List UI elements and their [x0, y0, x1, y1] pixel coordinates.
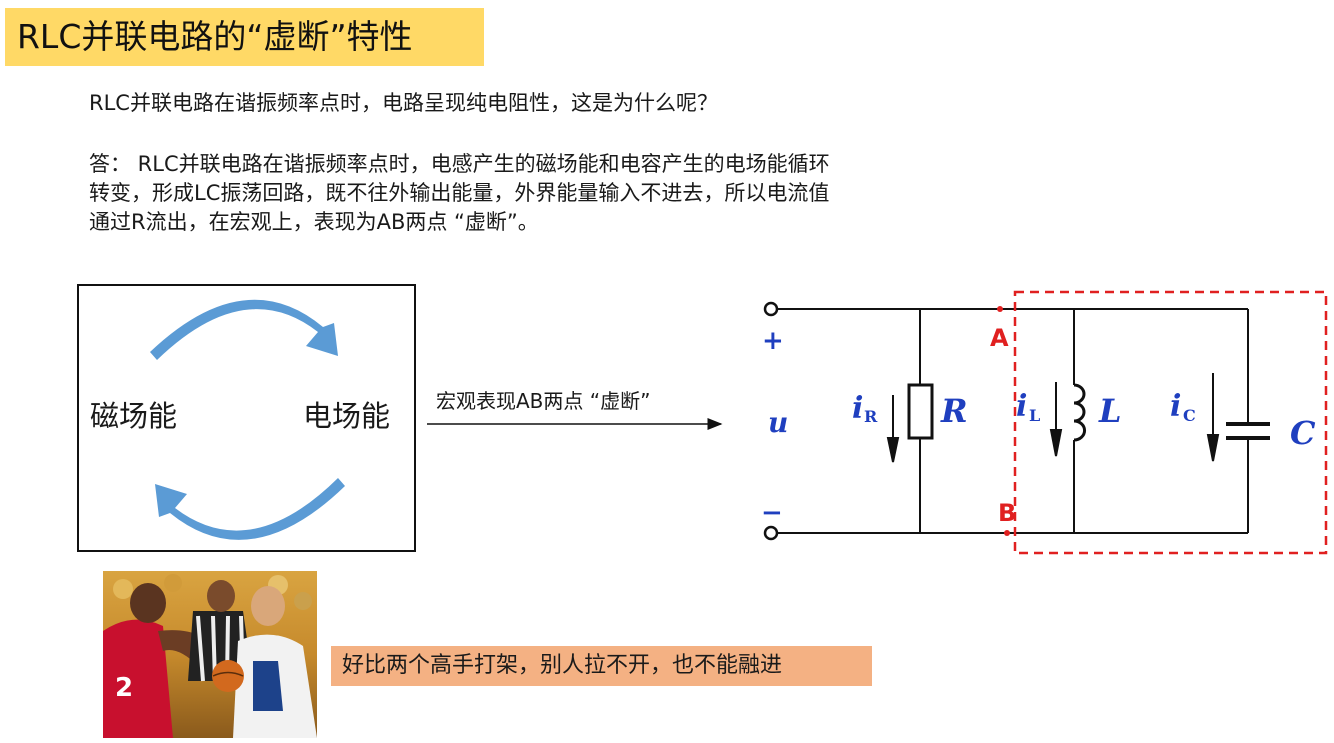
plus-sign: +	[762, 326, 784, 356]
node-a-label: A	[990, 324, 1009, 352]
node-a-dot	[997, 306, 1003, 312]
answer-line-2: 转变，形成LC振荡回路，既不往外输出能量，外界能量输入不进去，所以电流值	[89, 181, 830, 205]
current-c-subscript: C	[1183, 406, 1196, 425]
resistor-label: R	[940, 392, 968, 430]
source-voltage-label: u	[768, 406, 788, 439]
current-r-label: i	[852, 391, 863, 426]
jersey-number: 2	[115, 673, 133, 703]
capacitor-label: C	[1290, 414, 1316, 452]
page-title: RLC并联电路的“虚断”特性	[17, 17, 413, 56]
current-c-label: i	[1170, 389, 1181, 424]
magnetic-energy-label: 磁场能	[90, 399, 178, 433]
node-b-label: B	[998, 499, 1016, 527]
inductor-symbol	[1073, 383, 1086, 442]
basketball-photo: 2	[103, 571, 317, 738]
answer-line-3: 通过R流出，在宏观上，表现为AB两点 “虚断”。	[89, 210, 539, 234]
current-arrows	[886, 373, 1220, 463]
resistor-symbol	[907, 383, 934, 440]
inductor-label: L	[1098, 392, 1122, 430]
energy-cycle-box	[77, 284, 416, 552]
electric-energy-label: 电场能	[303, 399, 391, 433]
current-r-subscript: R	[864, 407, 878, 426]
terminal-bottom	[763, 525, 779, 541]
analogy-caption: 好比两个高手打架，别人拉不开，也不能融进	[331, 646, 872, 686]
terminal-top	[763, 301, 779, 317]
answer-text: 答： RLC并联电路在谐振频率点时，电感产生的磁场能和电容产生的电场能循环 转变…	[89, 150, 1009, 237]
node-b-dot	[1004, 530, 1010, 536]
cycle-arrow-bottom	[155, 478, 345, 540]
minus-sign: −	[761, 498, 783, 528]
current-l-subscript: L	[1029, 406, 1040, 425]
question-text: RLC并联电路在谐振频率点时，电路呈现纯电阻性，这是为什么呢？	[89, 91, 718, 115]
capacitor-symbol	[1226, 422, 1270, 440]
cycle-arrow-top	[150, 299, 338, 360]
analogy-text: 好比两个高手打架，别人拉不开，也不能融进	[342, 653, 783, 678]
lc-dashed-box	[1013, 290, 1328, 555]
virtual-break-arrow-label: 宏观表现AB两点 “虚断”	[436, 389, 651, 413]
current-l-label: i	[1016, 389, 1027, 424]
title-banner: RLC并联电路的“虚断”特性	[5, 8, 484, 66]
circuit-diagram	[778, 308, 1249, 534]
answer-line-1: 答： RLC并联电路在谐振频率点时，电感产生的磁场能和电容产生的电场能循环	[89, 152, 830, 176]
